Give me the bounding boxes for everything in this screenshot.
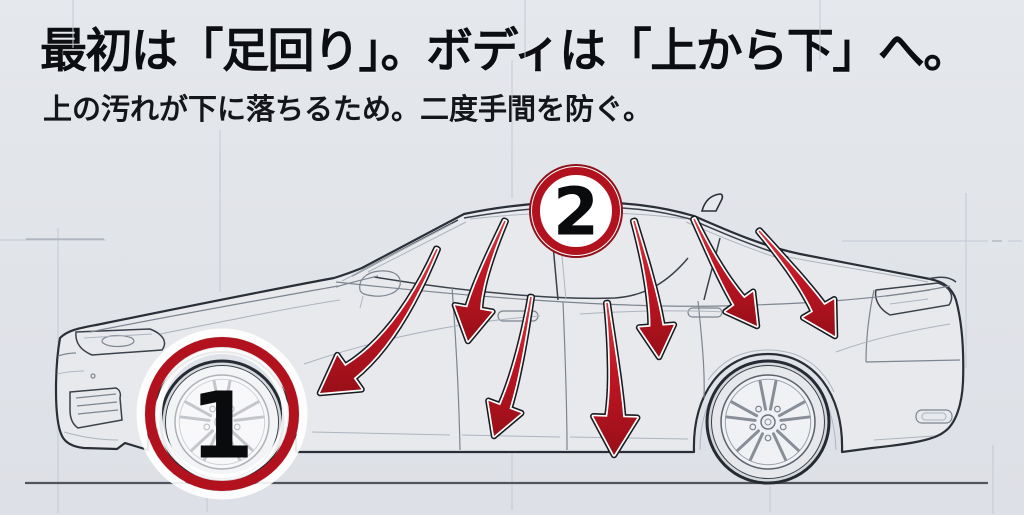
subheadline: 上の汚れが下に落ちるため。二度手間を防ぐ。 bbox=[43, 92, 653, 126]
arrow-trunk bbox=[755, 227, 839, 340]
wash-arrows bbox=[316, 215, 839, 459]
step-badges: 12 bbox=[136, 164, 623, 500]
arrow-front-door-lower bbox=[485, 293, 536, 440]
arrow-front-door-sweep bbox=[316, 245, 441, 397]
step-number-2: 2 bbox=[553, 174, 599, 251]
headline: 最初は「足回り」。ボディは「上から下」へ。 bbox=[40, 24, 970, 79]
wheels bbox=[159, 359, 831, 485]
arrow-b-pillar bbox=[451, 217, 509, 345]
arrow-rear-window bbox=[629, 217, 678, 361]
step-badge-2: 2 bbox=[529, 164, 623, 258]
arrow-rear-door-lower bbox=[590, 299, 641, 459]
step-number-1: 1 bbox=[190, 373, 254, 480]
front-wheel bbox=[159, 359, 285, 485]
step-badge-1: 1 bbox=[136, 328, 308, 500]
arrow-rear-quarter bbox=[690, 215, 761, 330]
rear-wheel bbox=[705, 359, 831, 485]
